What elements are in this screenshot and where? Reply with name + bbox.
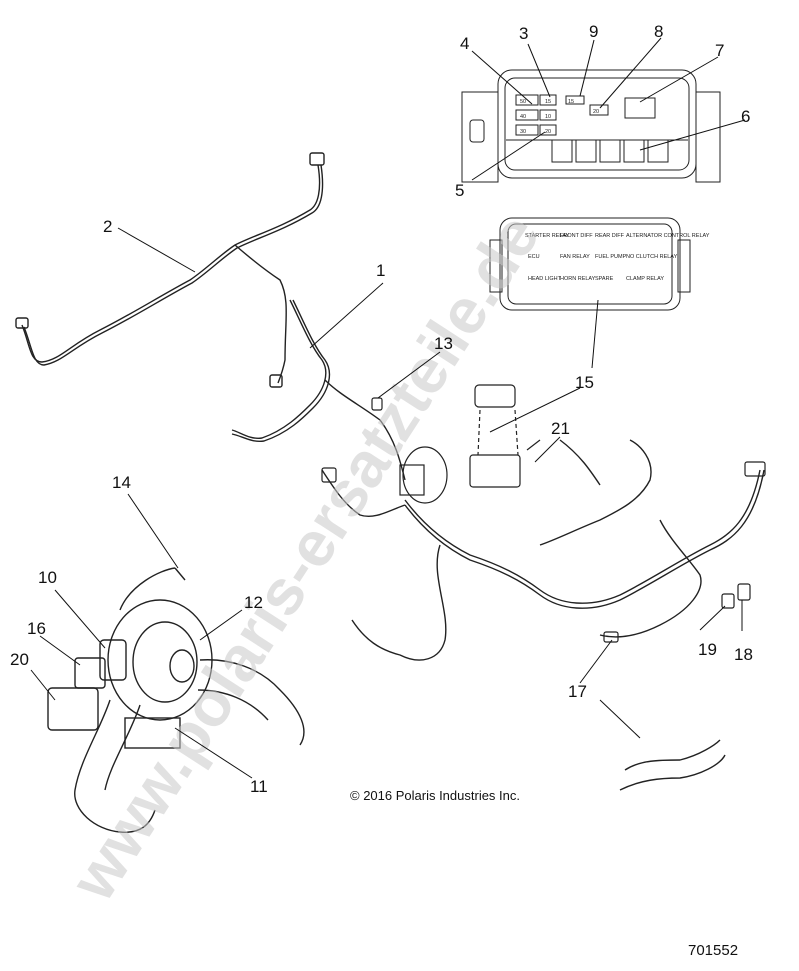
fuse-label: 15 — [568, 99, 574, 105]
fuse-label: 20 — [545, 129, 551, 135]
harness-2 — [15, 152, 325, 388]
relay-label: NO CLUTCH RELAY — [626, 254, 678, 260]
callout-1: 1 — [376, 261, 385, 280]
callout-13: 13 — [434, 334, 453, 353]
relay-label: STARTER RELAY — [525, 233, 570, 239]
callout-12: 12 — [244, 593, 263, 612]
relay-label: FRONT DIFF — [560, 233, 593, 239]
relay-label: ALTERNATOR CONTROL RELAY — [626, 233, 710, 239]
fuse-label: 50 — [520, 99, 526, 105]
harness-module — [321, 384, 766, 643]
callout-10: 10 — [38, 568, 57, 587]
callout-numbers: 1 2 3 4 5 6 7 8 9 10 11 12 13 14 15 16 1… — [10, 22, 753, 796]
callout-6: 6 — [741, 107, 750, 126]
fuse-label: 30 — [520, 129, 526, 135]
copyright-notice: © 2016 Polaris Industries Inc. — [350, 788, 520, 803]
callout-21: 21 — [551, 419, 570, 438]
relay-label: FUEL PUMP — [595, 254, 627, 260]
callout-7: 7 — [715, 41, 724, 60]
callout-20: 20 — [10, 650, 29, 669]
callout-14: 14 — [112, 473, 131, 492]
callout-17: 17 — [568, 682, 587, 701]
callout-5: 5 — [455, 181, 464, 200]
relay-labels: STARTER RELAY FRONT DIFF REAR DIFF ALTER… — [525, 233, 710, 282]
leader-lines — [30, 37, 746, 779]
blower-assembly — [47, 567, 726, 833]
relay-label: REAR DIFF — [595, 233, 625, 239]
fuse-box — [461, 69, 721, 183]
callout-4: 4 — [460, 34, 469, 53]
relay-label: SPARE — [595, 276, 614, 282]
callout-8: 8 — [654, 22, 663, 41]
fuse-label: 10 — [545, 114, 551, 120]
callout-18: 18 — [734, 645, 753, 664]
callout-3: 3 — [519, 24, 528, 43]
relay-label: CLAMP RELAY — [626, 276, 664, 282]
relay-label: HORN RELAY — [560, 276, 596, 282]
callout-11: 11 — [250, 777, 268, 796]
relay-box — [489, 217, 691, 311]
relay-label: ECU — [528, 254, 540, 260]
diagram-part-number: 701552 — [688, 942, 739, 959]
harness-1 — [231, 299, 765, 661]
fuse-labels: 50 40 30 20 15 10 15 20 — [520, 99, 599, 135]
fuse-label: 15 — [545, 99, 551, 105]
callout-15: 15 — [575, 373, 594, 392]
callout-2: 2 — [103, 217, 112, 236]
relay-label: FAN RELAY — [560, 254, 590, 260]
relay-label: HEAD LIGHT — [528, 276, 562, 282]
fuse-label: 20 — [593, 109, 599, 115]
callout-16: 16 — [27, 619, 46, 638]
callout-19: 19 — [698, 640, 717, 659]
callout-9: 9 — [589, 22, 598, 41]
fuse-label: 40 — [520, 114, 526, 120]
